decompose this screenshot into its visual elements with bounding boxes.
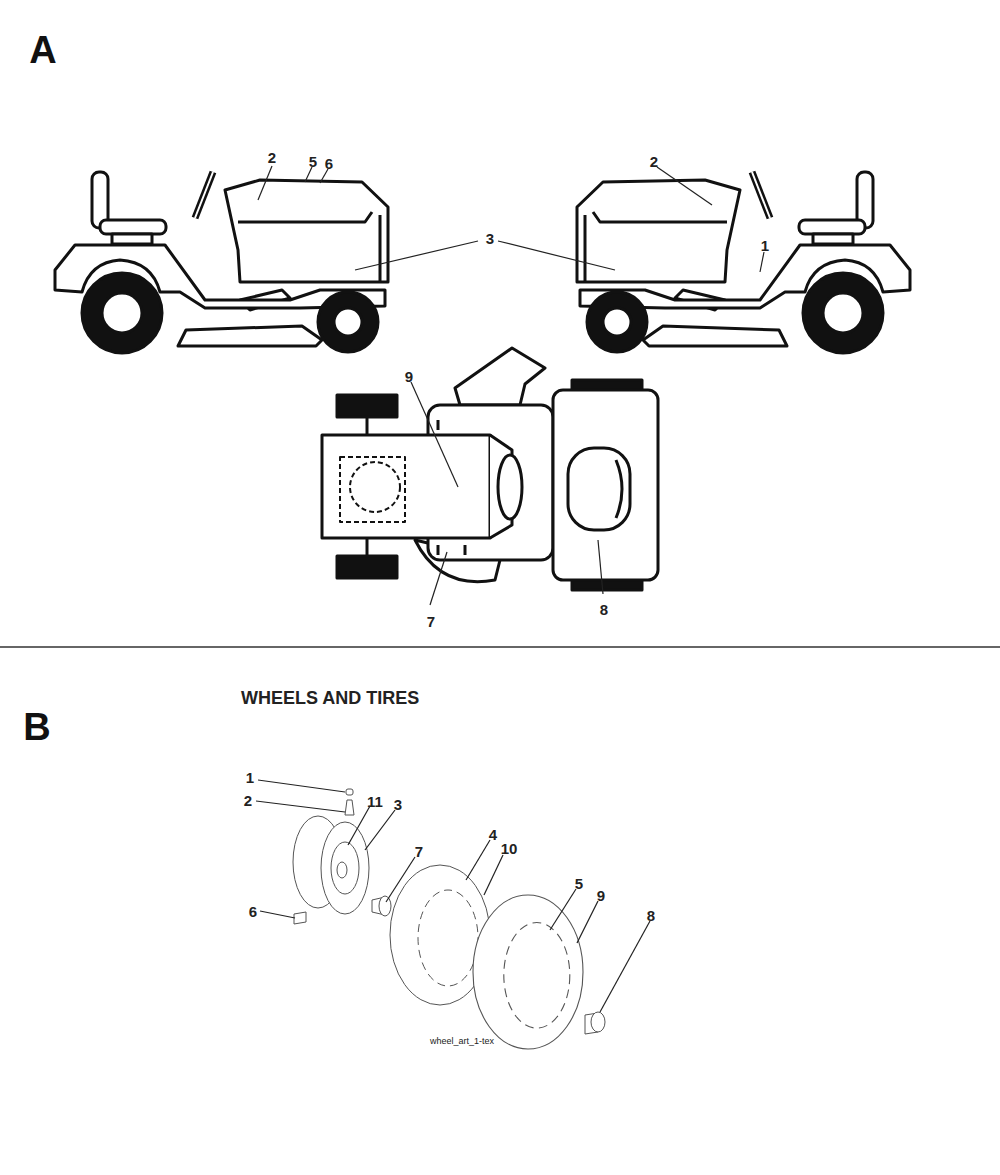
callout-number: 7 xyxy=(415,844,423,859)
tractor-left xyxy=(55,172,388,353)
section-letter: A xyxy=(29,31,56,69)
tractor-top-view xyxy=(322,348,658,590)
callout-number: 6 xyxy=(325,156,333,171)
callout-number: 4 xyxy=(489,827,497,842)
callout-number: 7 xyxy=(427,614,435,629)
callout-number: 11 xyxy=(367,794,383,809)
callout-number: 9 xyxy=(597,888,605,903)
callout-number: 2 xyxy=(650,154,658,169)
tractor-right xyxy=(577,172,910,353)
section-letter: B xyxy=(23,708,50,746)
callout-number: 2 xyxy=(244,793,252,808)
art-code: wheel_art_1-tex xyxy=(430,1037,494,1046)
callout-number: 3 xyxy=(486,231,494,246)
callout-number: 3 xyxy=(394,797,402,812)
leader-lines xyxy=(256,166,764,1012)
callout-number: 1 xyxy=(246,770,254,785)
callout-number: 10 xyxy=(501,841,518,856)
callout-number: 2 xyxy=(268,150,276,165)
callout-number: 1 xyxy=(761,238,769,253)
callout-number: 5 xyxy=(575,876,583,891)
callout-number: 5 xyxy=(309,154,317,169)
callout-number: 8 xyxy=(647,908,655,923)
section-title: WHEELS AND TIRES xyxy=(241,688,419,709)
callout-number: 9 xyxy=(405,369,413,384)
callout-number: 8 xyxy=(600,602,608,617)
divider xyxy=(0,646,1000,648)
wheel-assembly xyxy=(293,789,605,1049)
callout-number: 6 xyxy=(249,904,257,919)
